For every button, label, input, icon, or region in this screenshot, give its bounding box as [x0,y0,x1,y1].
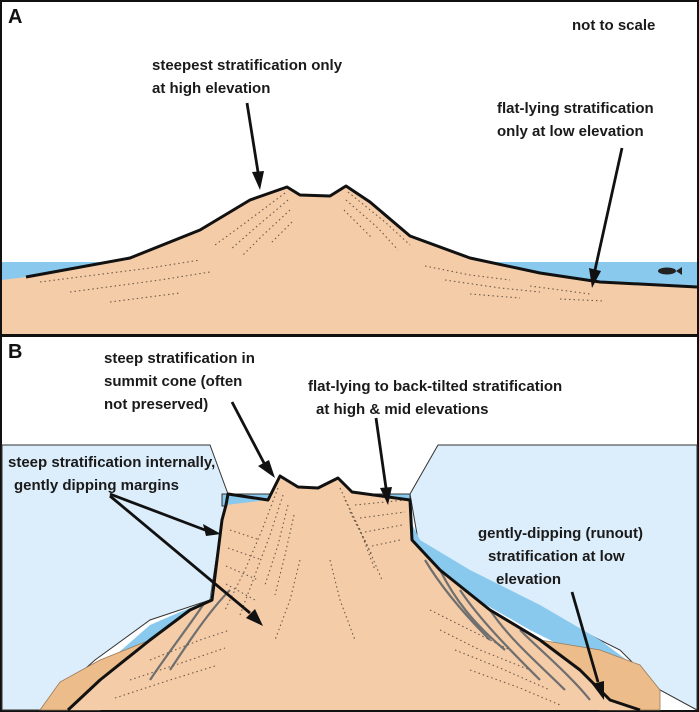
label-runout-line-1: gently-dipping (runout) [478,525,643,542]
panel-a-volcano-body [2,186,697,334]
label-runout-line-2: stratification at low [488,548,625,565]
panel-a: A not to scale steepest stratification o… [0,0,699,336]
panel-b-arrow-internal-2 [109,494,263,626]
label-internal-line-2: gently dipping margins [14,477,179,494]
panel-b-stratification [114,487,561,706]
panel-b-ice-left [1,444,229,711]
panel-b-arrow-runout [570,591,604,700]
label-summit-line-1: steep stratification in [104,350,255,367]
panel-b-arrow-summit [230,401,275,478]
panel-a-arrow-flat [589,147,624,288]
panel-a-surface-outline [25,184,698,289]
panel-b-arrow-backtilted [374,417,392,505]
label-steepest-line-2: at high elevation [152,80,270,97]
panel-a-letter: A [8,6,22,28]
label-runout-line-3: elevation [496,571,561,588]
panel-b-arrow-internal-1 [109,492,221,536]
panel-b-surface-outline [66,474,641,712]
label-flat-line-2: only at low elevation [497,123,644,140]
panel-a-scale-note: not to scale [572,17,655,34]
panel-a-stratification [39,191,606,303]
label-backtilted-line-1: flat-lying to back-tilted stratification [308,378,562,395]
label-backtilted-line-2: at high & mid elevations [316,401,489,418]
label-steepest-line-1: steepest stratification only [152,57,343,74]
fish-icon [658,267,682,275]
panel-b: B steep stratification in summit cone (o… [0,335,699,712]
label-summit-line-3: not preserved) [104,396,208,413]
label-summit-line-2: summit cone (often [104,373,242,390]
panel-a-arrow-steepest [245,102,264,190]
label-flat-line-1: flat-lying stratification [497,100,654,117]
label-internal-line-1: steep stratification internally, [8,454,215,471]
panel-b-volcano-body [68,476,640,710]
panel-b-letter: B [8,341,22,363]
